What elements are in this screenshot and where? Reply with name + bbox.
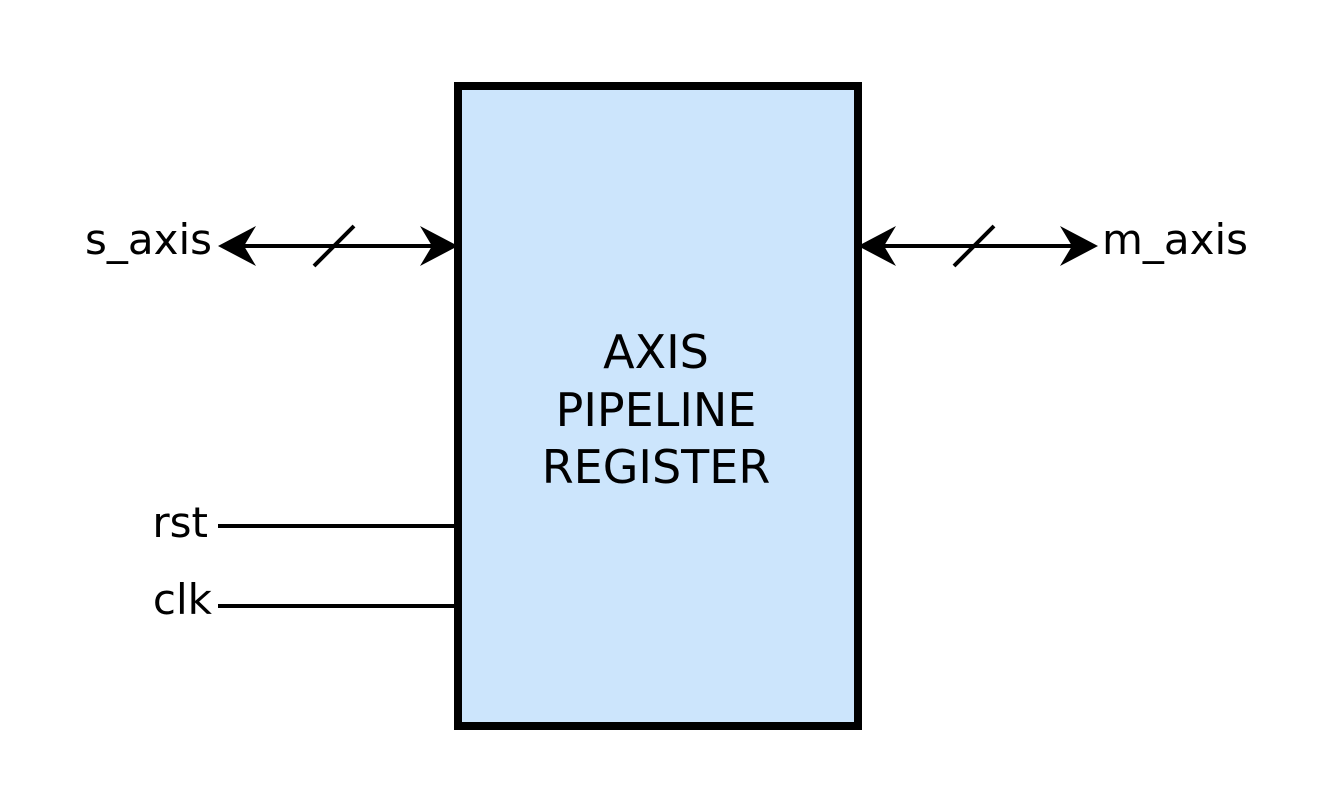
axis-pipeline-register-block [454,82,862,730]
m-axis-label: m_axis [1102,215,1248,264]
m-axis-right-arrowhead [1060,226,1098,266]
block-title-line-3: REGISTER [542,440,771,494]
s-axis-bus-width-slash [312,224,356,268]
block-title-line-2: PIPELINE [556,383,757,437]
m-axis-left-arrowhead [858,226,896,266]
rst-label: rst [152,498,208,547]
block-title-line-1: AXIS [603,325,709,379]
m-axis-bus [858,224,1098,268]
s-axis-bus [218,224,458,268]
s-axis-right-arrowhead [420,226,458,266]
clk-label: clk [153,575,213,624]
m-axis-bus-width-slash [952,224,996,268]
s-axis-label: s_axis [85,215,212,264]
s-axis-left-arrowhead [218,226,256,266]
